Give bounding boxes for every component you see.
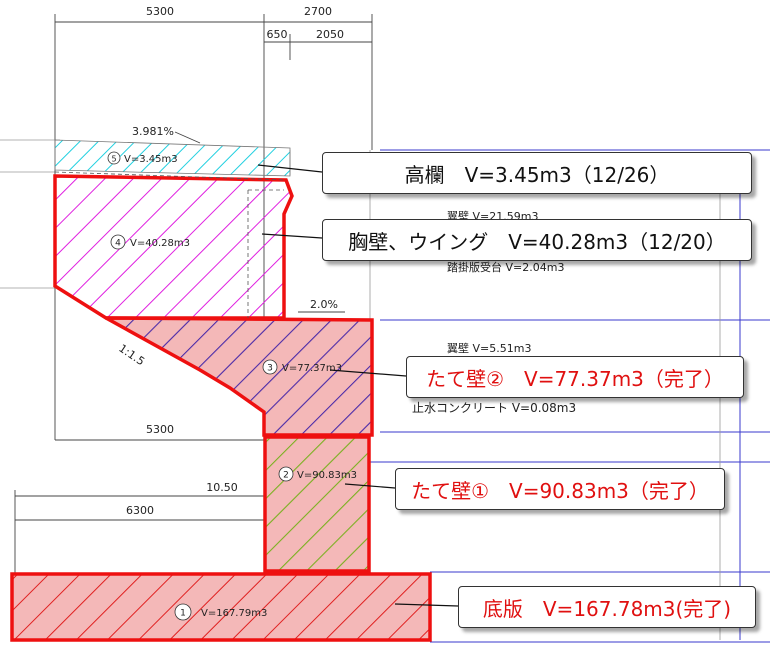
part-2-volume: V=90.83m3: [297, 470, 357, 481]
part-5-volume: V=3.45m3: [124, 154, 178, 165]
part-4-volume: V=40.28m3: [130, 238, 190, 249]
dim-top-sub-left: 650: [267, 28, 288, 41]
part-2-lower-stem: [265, 437, 369, 571]
part-label-4: 4 V=40.28m3: [110, 234, 190, 250]
part-label-5: 5 V=3.45m3: [107, 151, 178, 165]
part-label-3: 3 V=77.37m3: [262, 359, 342, 375]
part-1-volume: V=167.79m3: [201, 608, 267, 619]
slope-middle: 2.0%: [310, 298, 338, 311]
callout-tatekabe1: たて壁① V=90.83m3（完了）: [395, 468, 725, 510]
part-5-parapet: [54, 139, 291, 177]
part-4-no: 4: [115, 239, 121, 249]
dimension-lines: [14, 14, 373, 575]
leader-lines: [257, 164, 459, 607]
dim-6300: 6300: [126, 504, 154, 517]
note-wing-wall-mid: 翼壁 V=5.51m3: [447, 341, 531, 355]
part-1-footing: [12, 574, 430, 640]
callout-teiban: 底版 V=167.78m3(完了): [458, 586, 756, 628]
dim-top-sub-right: 2050: [316, 28, 344, 41]
part-label-1: 1 V=167.79m3: [174, 603, 267, 621]
part-3-volume: V=77.37m3: [282, 363, 342, 374]
part-4-breast-wall: [55, 176, 292, 318]
dim-top-left: 5300: [146, 5, 174, 18]
callout-kyoheki: 胸壁、ウイング V=40.28m3（12/20）: [322, 219, 752, 261]
grid-lines: [370, 149, 770, 643]
slope-top: 3.981%: [132, 125, 174, 138]
dim-mid-5300: 5300: [146, 423, 174, 436]
part-3-no: 3: [267, 364, 273, 374]
red-outlines: [10, 174, 432, 642]
slope-batter: 1:1.5: [116, 342, 147, 369]
part-1-no: 1: [180, 609, 186, 619]
dim-1050: 10.50: [206, 481, 238, 494]
part-5-no: 5: [111, 155, 116, 164]
part-label-2: 2 V=90.83m3: [278, 466, 357, 482]
dim-top-right: 2700: [304, 5, 332, 18]
callout-koran: 高欄 V=3.45m3（12/26）: [322, 152, 752, 194]
note-waterstop: 止水コンクリート V=0.08m3: [412, 401, 576, 415]
part-2-no: 2: [283, 471, 289, 481]
internal-dashed-lines: [54, 171, 287, 318]
note-approach-slab-seat: 踏掛版受台 V=2.04m3: [447, 260, 564, 274]
callout-tatekabe2: たて壁② V=77.37m3（完了）: [406, 356, 744, 398]
part-3-upper-stem: [106, 318, 372, 435]
